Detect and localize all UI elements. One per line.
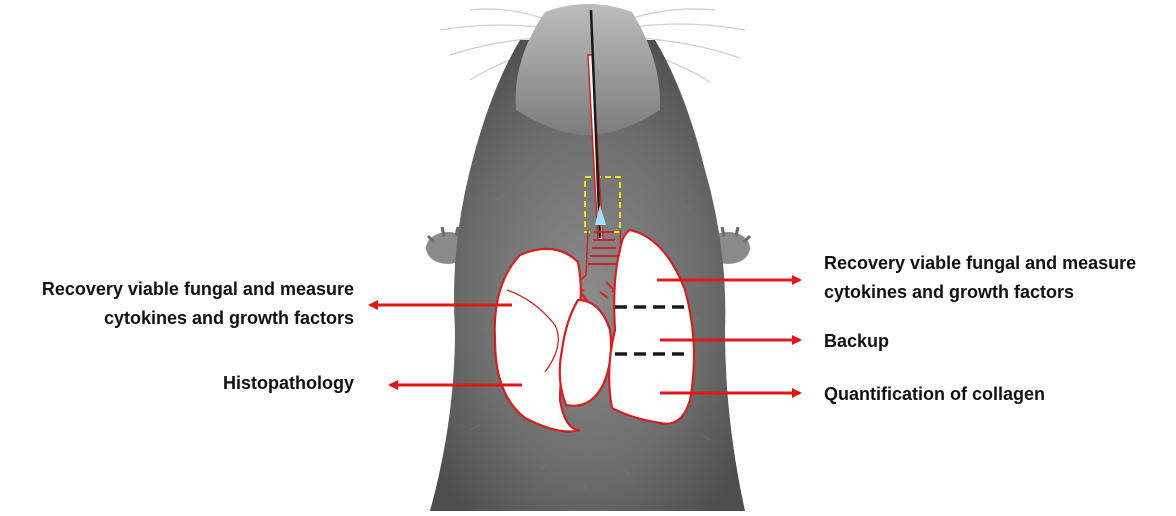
label-left-top-line2: cytokines and growth factors bbox=[8, 304, 354, 333]
label-right-top-line1: Recovery viable fungal and measure bbox=[824, 249, 1136, 278]
label-left-top-line1: Recovery viable fungal and measure bbox=[8, 275, 354, 304]
label-right-bottom: Quantification of collagen bbox=[824, 380, 1045, 409]
label-right-top-line2: cytokines and growth factors bbox=[824, 278, 1136, 307]
label-left-bottom: Histopathology bbox=[8, 369, 354, 398]
label-right-top: Recovery viable fungal and measure cytok… bbox=[824, 249, 1136, 307]
label-left-top: Recovery viable fungal and measure cytok… bbox=[8, 275, 354, 333]
label-right-middle: Backup bbox=[824, 327, 889, 356]
mouse-body bbox=[426, 4, 750, 511]
